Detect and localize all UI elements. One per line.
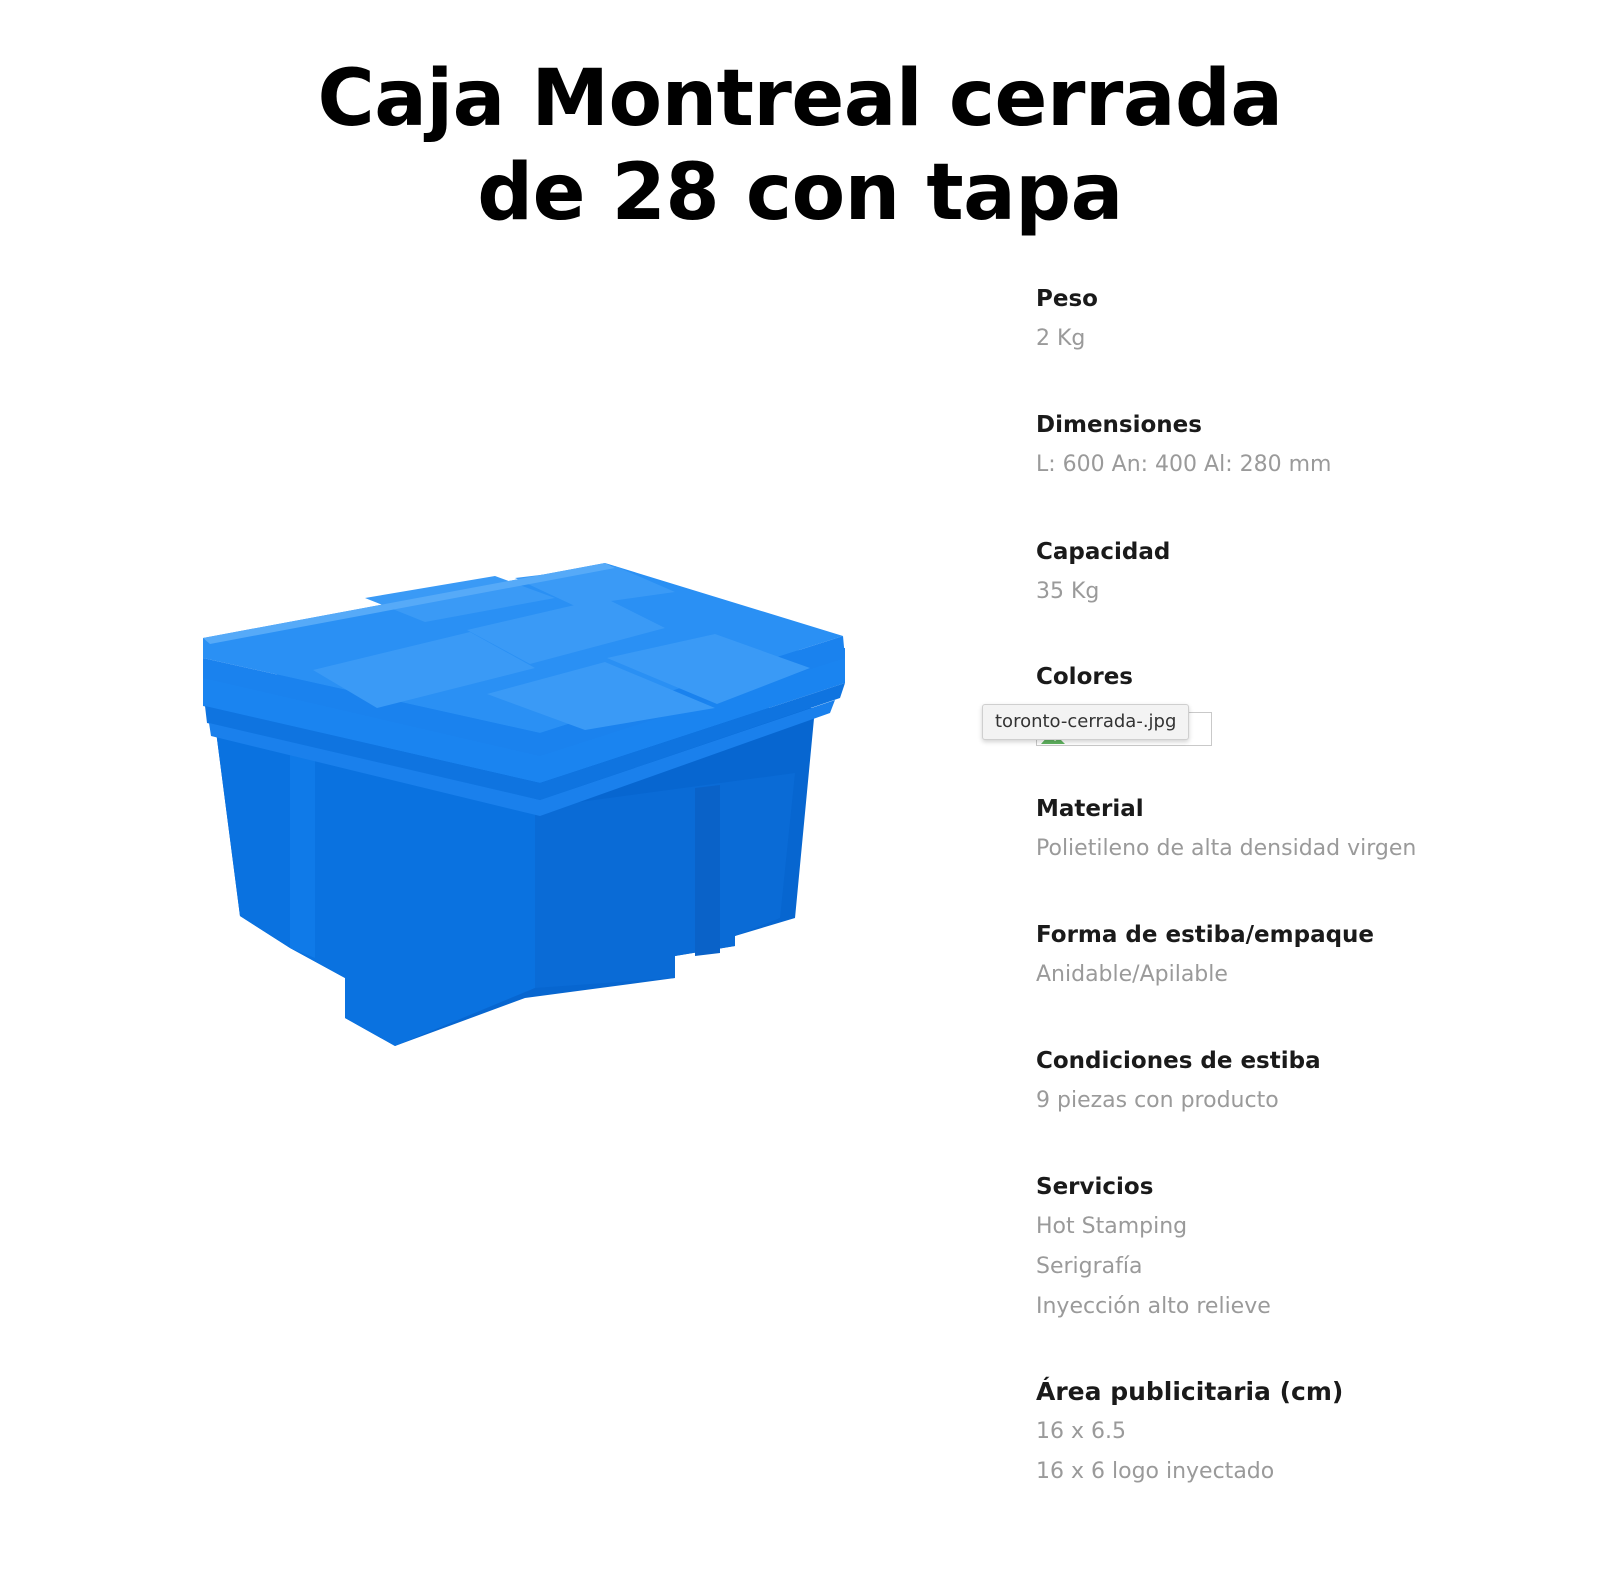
spec-value: Serigrafía <box>1036 1254 1143 1279</box>
spec-label: Material <box>1036 796 1144 822</box>
page-title: Caja Montreal cerrada de 28 con tapa <box>0 52 1600 240</box>
spec-condiciones-estiba: Condiciones de estiba 9 piezas con produ… <box>1036 1046 1576 1116</box>
image-tooltip: toronto-cerrada-.jpg <box>982 704 1190 740</box>
spec-value: 9 piezas con producto <box>1036 1088 1279 1113</box>
spec-colores: Colores <box>1036 662 1576 692</box>
spec-value: 16 x 6.5 <box>1036 1419 1126 1444</box>
spec-label: Forma de estiba/empaque <box>1036 922 1375 948</box>
spec-label: Dimensiones <box>1036 412 1202 438</box>
product-image <box>203 563 845 1046</box>
spec-material: Material Polietileno de alta densidad vi… <box>1036 794 1576 864</box>
spec-value: 35 Kg <box>1036 579 1100 604</box>
spec-area-publicitaria: Área publicitaria (cm) 16 x 6.5 16 x 6 l… <box>1036 1377 1576 1487</box>
spec-dimensiones: Dimensiones L: 600 An: 400 Al: 280 mm <box>1036 410 1576 480</box>
spec-value: Anidable/Apilable <box>1036 962 1228 987</box>
spec-label: Servicios <box>1036 1174 1154 1200</box>
spec-peso: Peso 2 Kg <box>1036 284 1576 354</box>
spec-value: Inyección alto relieve <box>1036 1294 1271 1319</box>
spec-label: Condiciones de estiba <box>1036 1048 1321 1074</box>
spec-forma-estiba: Forma de estiba/empaque Anidable/Apilabl… <box>1036 920 1576 990</box>
spec-label: Área publicitaria (cm) <box>1036 1377 1344 1406</box>
spec-value: 2 Kg <box>1036 326 1086 351</box>
spec-label: Colores <box>1036 664 1133 690</box>
spec-value: 16 x 6 logo inyectado <box>1036 1459 1275 1484</box>
spec-label: Capacidad <box>1036 539 1171 565</box>
page-title-line-1: Caja Montreal cerrada <box>317 54 1284 144</box>
spec-value: L: 600 An: 400 Al: 280 mm <box>1036 452 1332 477</box>
spec-servicios: Servicios Hot Stamping Serigrafía Inyecc… <box>1036 1172 1576 1322</box>
spec-value: Hot Stamping <box>1036 1214 1188 1239</box>
spec-value: Polietileno de alta densidad virgen <box>1036 836 1417 861</box>
spec-capacidad: Capacidad 35 Kg <box>1036 537 1576 607</box>
page-title-line-2: de 28 con tapa <box>477 148 1123 238</box>
spec-label: Peso <box>1036 286 1098 312</box>
